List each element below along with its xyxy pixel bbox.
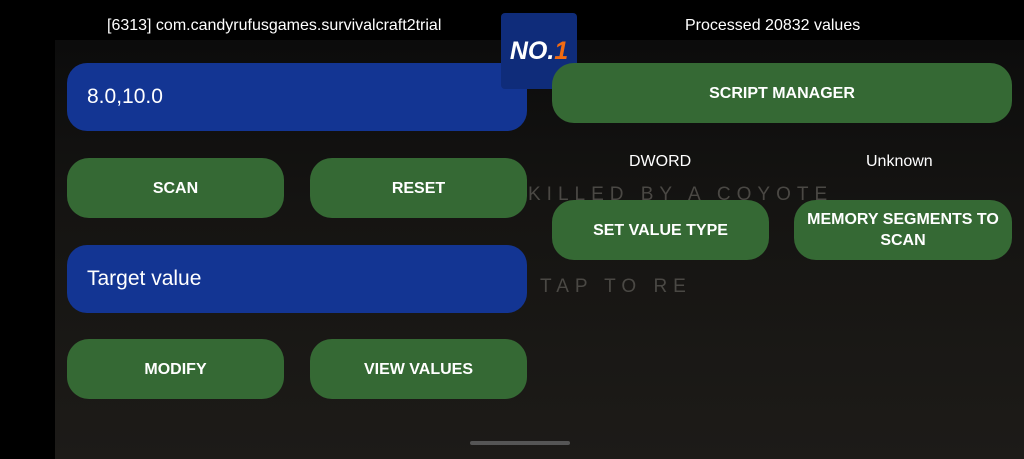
game-background-text: KILLED BY A COYOTE	[528, 184, 834, 205]
app-logo[interactable]: NO.1	[501, 13, 577, 89]
target-value-input[interactable]: Target value	[67, 245, 527, 313]
process-name: [6313] com.candyrufusgames.survivalcraft…	[107, 17, 442, 34]
script-manager-button[interactable]: SCRIPT MANAGER	[552, 63, 1012, 123]
scan-status: Processed 20832 values	[685, 17, 861, 34]
modify-button[interactable]: MODIFY	[67, 339, 284, 399]
memory-segments-button[interactable]: MEMORY SEGMENTS TO SCAN	[794, 200, 1012, 260]
view-values-button[interactable]: VIEW VALUES	[310, 339, 527, 399]
set-value-type-button[interactable]: SET VALUE TYPE	[552, 200, 769, 260]
logo-accent: 1	[554, 36, 569, 65]
reset-button[interactable]: RESET	[310, 158, 527, 218]
scan-button[interactable]: SCAN	[67, 158, 284, 218]
logo-text: NO.	[509, 36, 555, 65]
search-value-input[interactable]: 8.0,10.0	[67, 63, 527, 131]
memory-segments-label: Unknown	[866, 153, 933, 170]
game-background-text-2: TAP TO RE	[540, 276, 692, 297]
home-indicator[interactable]	[470, 441, 570, 445]
value-type-label: DWORD	[629, 153, 692, 170]
